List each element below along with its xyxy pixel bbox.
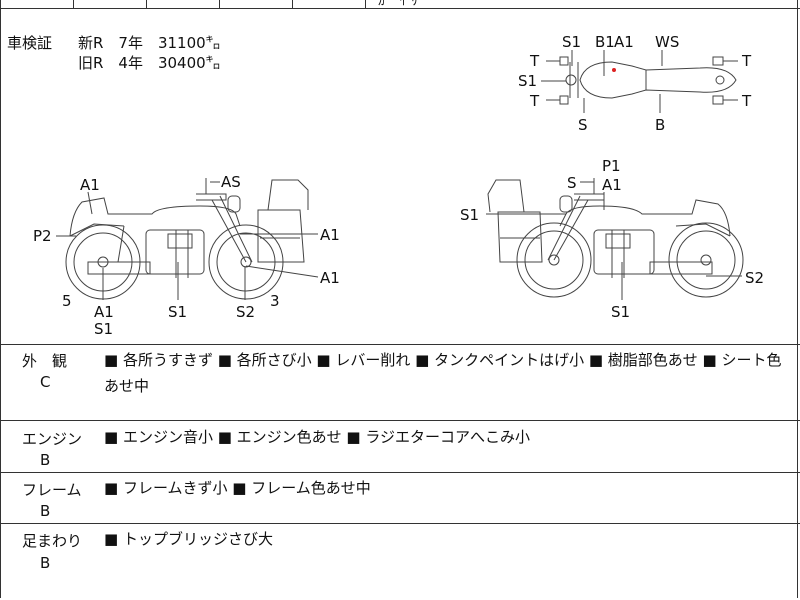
top-label: T (741, 52, 752, 70)
condition-name-suspension: 足まわり (22, 532, 83, 550)
left-label: S1 (168, 303, 187, 321)
left-label: A1 (320, 269, 340, 287)
section-divider (0, 420, 800, 421)
top-label: B (655, 116, 665, 134)
header-cell (73, 0, 147, 8)
header-strip: ｶ ﾞ ｲ ﾘ (0, 0, 800, 9)
registration-new: 新R 7年 31100㌔ (78, 34, 221, 52)
condition-notes-suspension: ■ トップブリッジさび大 (104, 530, 273, 548)
bike-left-view (65, 178, 309, 300)
right-label: S2 (745, 269, 764, 287)
header-cell (146, 0, 220, 8)
right-label: S (567, 174, 577, 192)
condition-notes-frame: ■ フレームきず小 ■ フレーム色あせ中 (104, 479, 371, 497)
condition-grade-suspension: B (40, 554, 51, 572)
header-cell (219, 0, 293, 8)
right-label: S1 (460, 206, 479, 224)
top-label: WS (655, 33, 679, 51)
bike-top-view (559, 56, 737, 105)
header-cell (292, 0, 366, 8)
section-divider (0, 344, 800, 345)
condition-name-engine: エンジン (22, 430, 83, 448)
condition-grade-engine: B (40, 451, 51, 469)
header-cell (0, 0, 74, 8)
condition-name-exterior: 外 観 (22, 352, 68, 370)
condition-name-frame: フレーム (22, 481, 82, 499)
top-label: T (529, 52, 540, 70)
top-label: T (741, 92, 752, 110)
section-divider (0, 523, 800, 524)
left-label: S1 (94, 320, 113, 338)
left-label: S2 (236, 303, 255, 321)
left-label: AS (221, 173, 241, 191)
top-label: S1 (518, 72, 537, 90)
top-label: S (578, 116, 588, 134)
left-label: P2 (33, 227, 52, 245)
left-label: A1 (80, 176, 100, 194)
top-label: A1 (614, 33, 634, 51)
left-label: A1 (94, 303, 114, 321)
registration-old: 旧R 4年 30400㌔ (78, 54, 221, 72)
header-partial-text: ｶ ﾞ ｲ ﾘ (378, 0, 419, 9)
condition-notes-exterior: ■ 各所うすきず ■ 各所さび小 ■ レバー削れ ■ タンクペイントはげ小 ■ … (104, 351, 782, 395)
left-label: 5 (62, 292, 72, 310)
condition-grade-frame: B (40, 502, 51, 520)
right-label: P1 (602, 157, 621, 175)
condition-grade-exterior: C (40, 373, 51, 391)
bike-right-view (487, 178, 744, 298)
registration-label: 車検証 (7, 34, 53, 52)
top-label: S1 (562, 33, 581, 51)
section-divider (0, 472, 800, 473)
right-label: A1 (602, 176, 622, 194)
condition-notes-engine: ■ エンジン音小 ■ エンジン色あせ ■ ラジエターコアへこみ小 (104, 428, 531, 446)
damage-dot (612, 68, 616, 72)
left-label: A1 (320, 226, 340, 244)
damage-diagram: S1 B1 A1 WS T T S1 T T S B A1 AS P2 A1 A… (33, 33, 764, 338)
top-label: B1 (595, 33, 615, 51)
top-label: T (529, 92, 540, 110)
right-label: S1 (611, 303, 630, 321)
left-label: 3 (270, 292, 280, 310)
